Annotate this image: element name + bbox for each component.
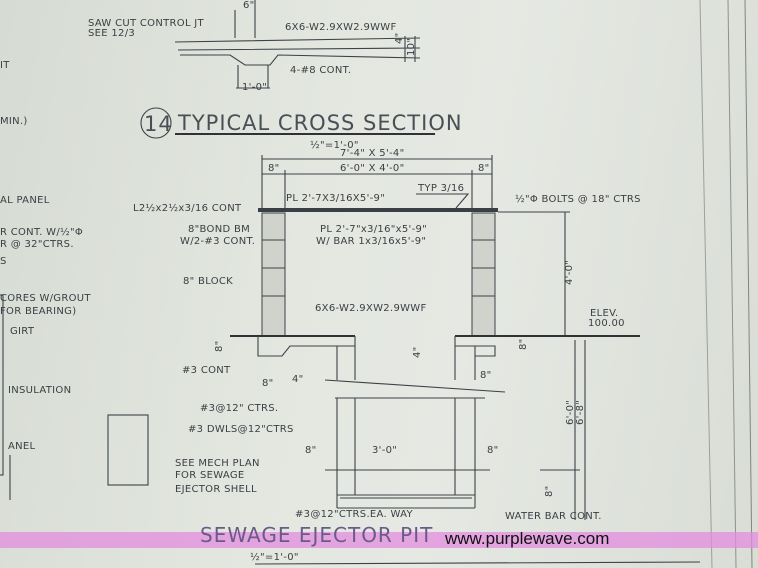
margin-note: R CONT. W/½"Φ (0, 226, 83, 238)
bond-beam-label: W/2-#3 CONT. (180, 236, 255, 247)
margin-note: CORES W/GROUT (0, 293, 91, 304)
mech-note: FOR SEWAGE (175, 470, 245, 481)
bottom-line (254, 561, 701, 565)
block-wall-left (261, 212, 286, 337)
margin-box (0, 294, 4, 476)
section-number: 14 (144, 112, 173, 136)
margin-note: R @ 32"CTRS. (0, 239, 74, 250)
margin-note: MIN.) (0, 116, 28, 127)
pit-height: 6'-8" (575, 400, 586, 425)
section-number-circle (140, 107, 172, 139)
ea-way-label: #3@12"CTRS.EA. WAY (295, 509, 413, 520)
mech-note: EJECTOR SHELL (175, 484, 257, 495)
margin-note: S (0, 256, 7, 267)
plate-label: PL 2'-7X3/16X5'-9" (286, 193, 385, 204)
height-dim: 4'-0" (564, 260, 575, 285)
margin-box (107, 414, 149, 486)
dim-label: 8" (487, 445, 499, 456)
watermark-band (0, 532, 758, 548)
dowels-label: #3 DWLS@12"CTRS (188, 424, 294, 435)
paper-edge (699, 0, 713, 568)
dim-label: 8" (518, 338, 529, 350)
pit-lines (257, 336, 586, 520)
water-bar-label: WATER BAR CONT. (505, 511, 602, 522)
bottom-title: SEWAGE EJECTOR PIT (200, 523, 434, 547)
margin-note: GIRT (10, 326, 35, 337)
margin-note: IT (0, 60, 10, 71)
ctrs-label: #3@12" CTRS. (200, 403, 278, 414)
wall-dim: 8" (478, 163, 490, 174)
wall-dim: 8" (268, 163, 280, 174)
bars-label: 4-#8 CONT. (290, 65, 351, 76)
bottom-scale: ½"=1'-0" (250, 551, 299, 563)
steel-plate-lid (258, 208, 498, 212)
thick-label: 10" (406, 38, 417, 56)
plate-label: PL 2'-7"x3/16"x5'-9" (320, 224, 427, 235)
section-scale: ½"=1'-0" (310, 139, 359, 151)
block-courses (262, 211, 570, 336)
mech-note: SEE MECH PLAN (175, 458, 260, 469)
wwf-label: 6X6-W2.9XW2.9WWF (285, 22, 397, 33)
see-ref-label: SEE 12/3 (88, 28, 135, 39)
outer-dim: 7'-4" X 5'-4" (340, 148, 404, 159)
slab-detail-lines (174, 0, 421, 89)
margin-note: FOR BEARING) (0, 306, 76, 317)
dim-label: 6" (243, 0, 255, 11)
dim-label: 8" (262, 378, 274, 389)
slab-dim: 8" (544, 485, 555, 497)
inner-dim: 6'-0" X 4'-0" (340, 163, 404, 174)
margin-note: AL PANEL (0, 195, 50, 206)
dim-label: 4" (412, 346, 423, 358)
bond-beam-label: 8"BOND BM (188, 224, 250, 235)
elevation-value: 100.00 (588, 318, 625, 329)
section-title: TYPICAL CROSS SECTION (177, 111, 463, 135)
dim-label: 4" (394, 32, 405, 44)
pit-height: 6'-0" (565, 400, 576, 425)
width-label: 1'-0" (242, 82, 267, 93)
bolts-label: ½"Φ BOLTS @ 18" CTRS (515, 193, 641, 205)
dim-label: 8" (480, 370, 492, 381)
weld-symbol (416, 193, 470, 209)
dimension-lines (261, 155, 493, 210)
elevation-label: ELEV. (590, 308, 618, 319)
paper-edge (727, 0, 737, 568)
dim-label: 8" (214, 340, 225, 352)
margin-note: ANEL (8, 441, 36, 452)
dim-label: 4" (292, 374, 304, 385)
pit-width: 3'-0" (372, 445, 397, 456)
block-wall-right (471, 212, 496, 337)
paper-edge (744, 0, 753, 568)
cont-label: #3 CONT (182, 365, 231, 376)
block-label: 8" BLOCK (183, 276, 233, 287)
wwf-label: 6X6-W2.9XW2.9WWF (315, 303, 427, 314)
saw-cut-label: SAW CUT CONTROL JT (88, 18, 205, 29)
plate-label: W/ BAR 1x3/16x5'-9" (316, 236, 426, 247)
watermark: www.purplewave.com (445, 529, 610, 548)
weld-label: TYP 3/16 (417, 183, 464, 194)
angle-label: L2½x2½x3/16 CONT (133, 202, 242, 214)
dim-label: 8" (305, 445, 317, 456)
margin-note: INSULATION (8, 385, 71, 396)
